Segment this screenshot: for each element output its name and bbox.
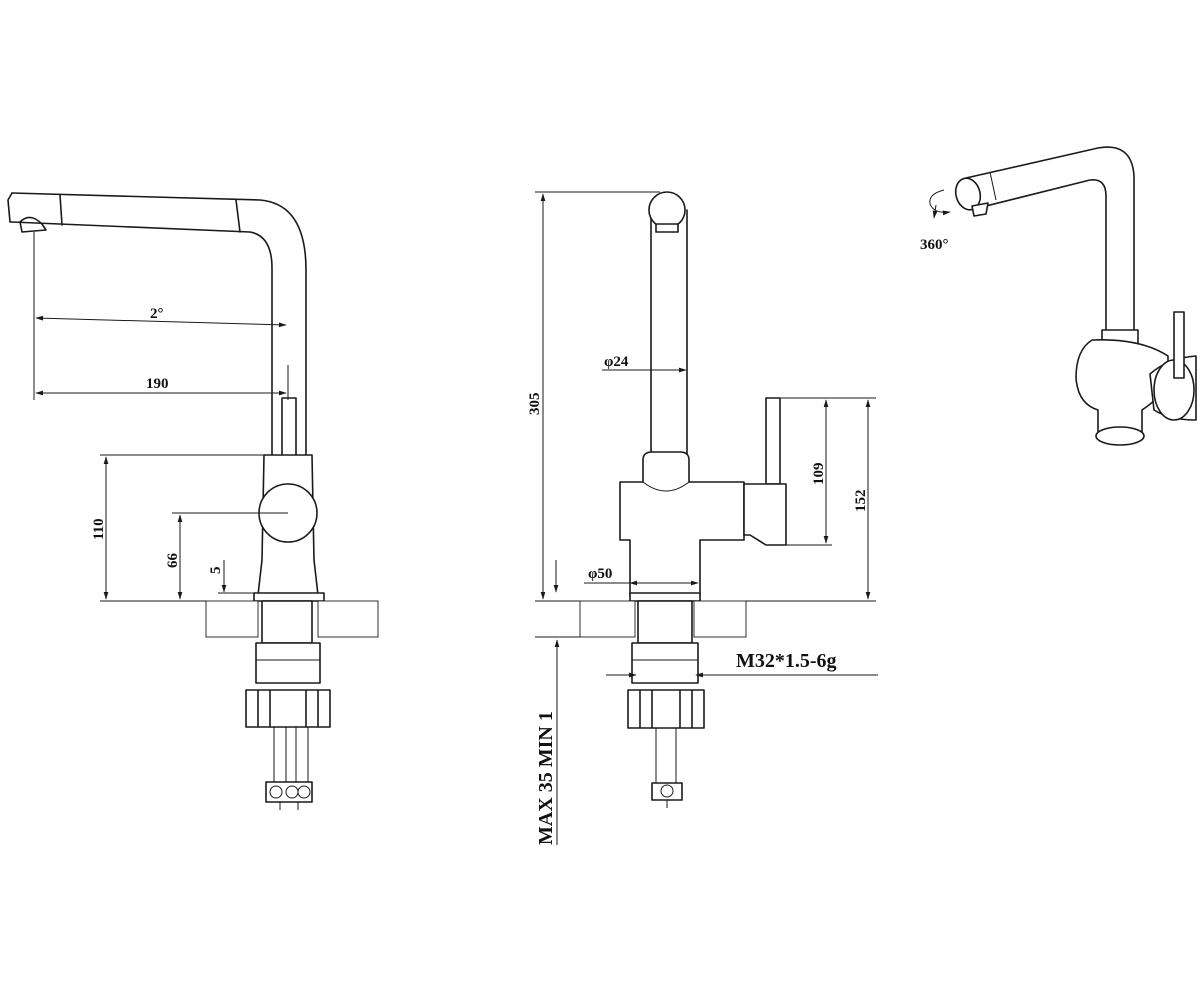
iso-base	[1095, 426, 1145, 446]
side-shank	[261, 600, 313, 644]
front-mounting-nut	[627, 689, 705, 729]
front-countertop-right	[693, 600, 747, 638]
label-base-diameter: φ50	[588, 566, 612, 582]
label-total-height: 305	[527, 393, 543, 416]
front-handle-body	[743, 483, 787, 546]
label-handle-height: 109	[811, 463, 827, 486]
dim-line-angle	[35, 315, 287, 328]
label-height: 110	[91, 518, 107, 540]
front-view: 305 φ24 φ50 109 152 M32*1.5-6g MAX 35 MI…	[527, 191, 878, 845]
side-spout-arm	[11, 192, 307, 456]
iso-handle-rod	[1173, 311, 1185, 379]
side-mounting-nut	[245, 689, 331, 728]
label-deck-thickness: MAX 35 MIN 1	[535, 711, 557, 845]
label-spout-diameter: φ24	[604, 354, 629, 370]
front-spout-top	[648, 191, 686, 229]
front-aerator	[655, 223, 679, 233]
front-countertop-left	[579, 600, 636, 638]
side-countertop-right	[317, 600, 379, 638]
label-reach-angle: 2°	[150, 306, 164, 322]
label-reach: 190	[146, 376, 169, 392]
iso-aerator	[971, 202, 989, 217]
front-shank	[637, 600, 693, 644]
front-hose	[655, 727, 677, 784]
front-handle-rod	[765, 397, 781, 485]
label-lever-height: 66	[165, 553, 181, 569]
front-hose-fitting	[651, 782, 683, 801]
side-aerator	[19, 216, 47, 233]
side-hose-right	[295, 726, 309, 783]
front-shank-collar	[631, 642, 699, 684]
iso-spout-arm	[965, 146, 1135, 331]
side-hose-fittings	[265, 781, 313, 803]
label-thread: M32*1.5-6g	[736, 650, 837, 672]
side-base-ring	[253, 592, 325, 602]
side-spout-tip	[7, 192, 241, 233]
label-handle-total: 152	[853, 490, 869, 513]
label-rotation: 360°	[920, 237, 949, 253]
rotation-arrow-icon	[929, 189, 951, 216]
side-shank-collar	[255, 642, 321, 684]
side-hose-left	[273, 726, 287, 783]
iso-view: 360°	[920, 146, 1197, 446]
front-body	[619, 451, 745, 596]
front-base-ring	[629, 592, 701, 602]
side-hose-middle	[285, 726, 297, 783]
side-view: 2° 190 110 66 5	[7, 192, 379, 810]
side-countertop-left	[205, 600, 259, 638]
label-base: 5	[208, 567, 224, 575]
front-spout-column	[650, 209, 688, 461]
